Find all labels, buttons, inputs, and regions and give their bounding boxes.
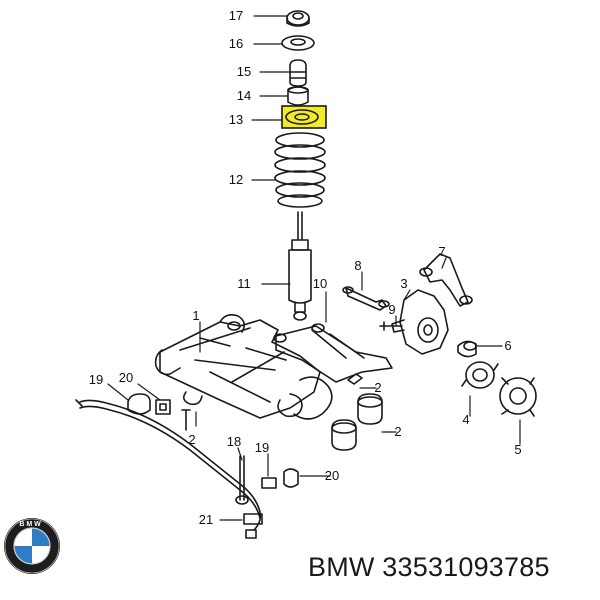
- callout-20: 20: [119, 370, 133, 385]
- callout-16: 16: [229, 36, 243, 51]
- shock-absorber-part: [288, 211, 312, 321]
- callout-3: 3: [400, 276, 407, 291]
- callout-19: 19: [89, 372, 103, 387]
- control-arm-part: [419, 253, 473, 307]
- bolt-part: [379, 321, 403, 331]
- bracket-part: [243, 513, 263, 539]
- callout-20: 20: [325, 468, 339, 483]
- callout-21: 21: [199, 512, 213, 527]
- callout-1: 1: [192, 308, 199, 323]
- callout-2: 2: [374, 380, 381, 395]
- part-caption: BMW 33531093785: [308, 552, 550, 583]
- wheel-carrier-part: [391, 289, 449, 355]
- callout-18: 18: [227, 434, 241, 449]
- subframe-part: [154, 314, 333, 420]
- callout-6: 6: [504, 338, 511, 353]
- callout-19: 19: [255, 440, 269, 455]
- wheel-hub-part: [499, 377, 537, 417]
- bump-stop-part: [289, 59, 307, 87]
- spring-pad-part: [281, 105, 327, 129]
- mount-part: [181, 409, 191, 431]
- callout-2: 2: [188, 432, 195, 447]
- callout-14: 14: [237, 88, 251, 103]
- stabilizer-bushing-part: [127, 393, 171, 415]
- callout-2: 2: [394, 424, 401, 439]
- callout-8: 8: [354, 258, 361, 273]
- leader-lines: [107, 15, 521, 521]
- callout-13: 13: [229, 112, 243, 127]
- part-number: 33531093785: [382, 552, 550, 582]
- stabilizer-link-part: [235, 455, 249, 505]
- callout-11: 11: [237, 276, 251, 291]
- callout-7: 7: [438, 244, 445, 259]
- stabilizer-bushing-part: [261, 468, 299, 489]
- callout-10: 10: [313, 276, 327, 291]
- callout-5: 5: [514, 442, 521, 457]
- stabilizer-bar-part: [75, 399, 262, 531]
- callout-12: 12: [229, 172, 243, 187]
- bushing-part: [457, 340, 477, 358]
- mount-part: [347, 373, 363, 385]
- coil-spring-part: [274, 132, 326, 208]
- callout-15: 15: [237, 64, 251, 79]
- bearing-part: [461, 361, 499, 389]
- mount-part: [331, 419, 357, 451]
- callout-9: 9: [388, 302, 395, 317]
- washer-part: [281, 35, 315, 51]
- top-mount-part: [286, 10, 310, 27]
- upper-link-part: [342, 286, 390, 311]
- svg-text:B M W: B M W: [19, 521, 41, 528]
- brand-label: BMW: [308, 552, 375, 582]
- callout-4: 4: [462, 412, 469, 427]
- trailing-link-part: [273, 323, 393, 383]
- bmw-roundel-icon: B M W: [4, 518, 60, 574]
- mount-part: [357, 393, 383, 425]
- dust-cap-part: [287, 86, 309, 106]
- callout-17: 17: [229, 8, 243, 23]
